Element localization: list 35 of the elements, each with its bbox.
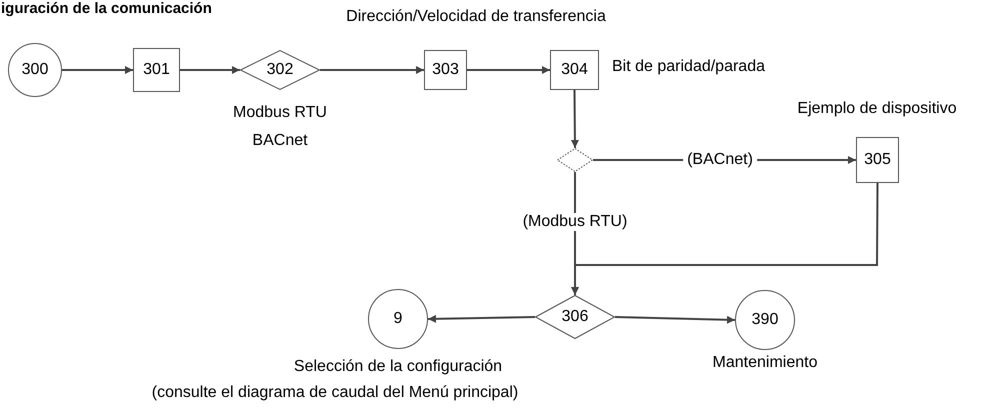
arrow <box>467 66 550 74</box>
process-circle <box>8 43 62 97</box>
edge-label: (BACnet) <box>683 151 757 169</box>
node-number: 301 <box>143 61 170 79</box>
arrow <box>571 183 878 295</box>
node-number: 305 <box>864 151 891 169</box>
process-box <box>424 50 467 90</box>
diagram-title: iguración de la comunicación <box>1 0 212 17</box>
annotation-text: Dirección/Velocidad de transferencia <box>346 8 606 26</box>
process-box <box>550 50 599 90</box>
arrow <box>180 66 240 74</box>
node-caption: Ejemplo de dispositivo <box>797 100 957 118</box>
node-number: 300 <box>22 61 48 79</box>
annotation-text: BACnet <box>252 132 308 150</box>
node-caption: Bit de paridad/parada <box>612 58 765 76</box>
arrow <box>570 90 579 148</box>
decision-diamond <box>535 295 615 339</box>
annotation-text: Modbus RTU <box>233 104 327 122</box>
process-box <box>856 137 899 183</box>
node-number: 304 <box>561 61 588 79</box>
node-number: 302 <box>266 61 294 79</box>
node-caption: Mantenimiento <box>712 354 818 372</box>
node-caption: (consulte el diagrama de caudal del Menú principal) <box>152 384 518 402</box>
arrow <box>320 66 424 74</box>
node-number: 306 <box>562 308 588 326</box>
arrow <box>614 316 736 324</box>
arrow <box>428 314 536 323</box>
process-box <box>133 48 180 92</box>
decision-diamond <box>557 148 593 172</box>
decision-diamond <box>240 50 320 90</box>
node-number: 390 <box>752 311 778 329</box>
node-number: 9 <box>394 310 402 328</box>
node-caption: Selección de la configuración <box>294 358 502 376</box>
node-number: 303 <box>432 61 459 79</box>
arrow <box>62 66 133 74</box>
